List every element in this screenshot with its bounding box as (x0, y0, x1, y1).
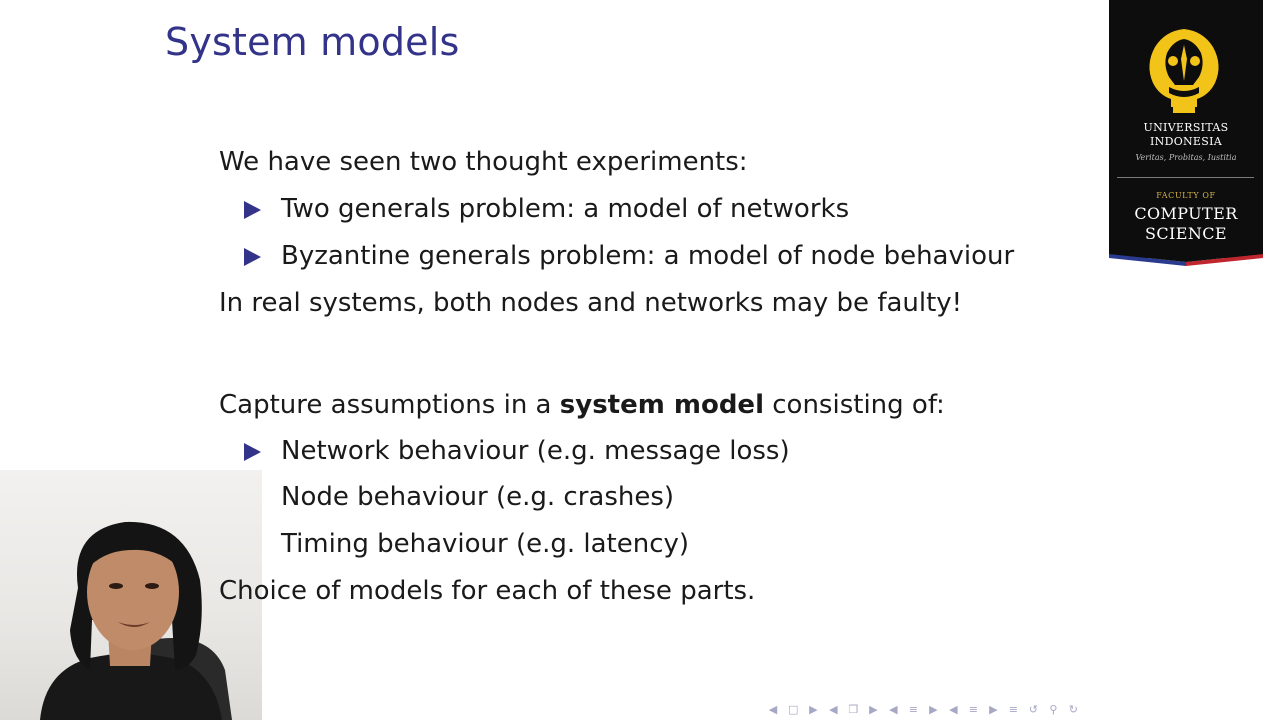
nav-subsubsec-next-icon[interactable]: ▶ (989, 702, 998, 716)
nav-subsec-next-icon[interactable]: ▶ (929, 702, 938, 716)
nav-back-icon[interactable]: ↺ (1028, 702, 1039, 716)
nav-search-icon[interactable]: ⚲ (1049, 702, 1058, 716)
intro-bullet-text: Two generals problem: a model of network… (281, 194, 850, 224)
intro-bullet-item: Two generals problem: a model of network… (244, 194, 849, 224)
nav-next-icon[interactable]: ▶ (809, 702, 818, 716)
nav-section-prev-icon[interactable]: ◀ (829, 702, 838, 716)
capture-suffix: consisting of: (763, 390, 945, 420)
model-bullet-text: Network behaviour (e.g. message loss) (281, 436, 790, 466)
model-bullet-text: Timing behaviour (e.g. latency) (281, 529, 690, 559)
nav-subsubsec-prev-icon[interactable]: ◀ (949, 702, 958, 716)
nav-subsubsec-icon[interactable]: ≡ (968, 702, 979, 716)
nav-subsec-prev-icon[interactable]: ◀ (889, 702, 898, 716)
nav-frame-icon[interactable]: □ (788, 702, 799, 716)
closing-text: Choice of models for each of these parts… (219, 576, 756, 606)
nav-first-icon[interactable]: ◀ (768, 702, 778, 716)
faculty-of-label: FACULTY OF (1156, 191, 1216, 200)
logo-divider (1117, 177, 1254, 178)
presenter-video-image (40, 521, 232, 720)
nav-align-icon[interactable]: ≡ (1008, 702, 1019, 716)
model-bullet-item: Node behaviour (e.g. crashes) (244, 482, 674, 512)
university-name-line1: UNIVERSITAS (1143, 121, 1229, 134)
capture-prefix: Capture assumptions in a (219, 390, 560, 420)
model-bullet-item: Network behaviour (e.g. message loss) (244, 436, 790, 466)
model-bullet-item: Timing behaviour (e.g. latency) (244, 529, 689, 559)
faculty-name-line1: COMPUTER (1134, 204, 1238, 223)
nav-section-next-icon[interactable]: ▶ (869, 702, 878, 716)
beamer-navigation-bar: ◀ □ ▶ ◀ ❐ ▶ ◀ ≡ ▶ ◀ ≡ ▶ ≡ ↺ ⚲ ↻ (768, 700, 1078, 718)
makara-emblem-icon (1149, 29, 1219, 113)
intro-text: We have seen two thought experiments: (219, 147, 748, 177)
nav-forward-icon[interactable]: ↻ (1068, 702, 1079, 716)
bullet-triangle-icon (244, 201, 261, 219)
capture-text: Capture assumptions in a system model co… (219, 390, 945, 420)
nav-section-icon[interactable]: ❐ (848, 702, 859, 716)
slide-title: System models (165, 20, 460, 64)
bullet-triangle-icon (244, 443, 261, 461)
university-motto: Veritas, Probitas, Iustitia (1135, 153, 1237, 162)
faulty-statement: In real systems, both nodes and networks… (219, 288, 963, 318)
university-name-line2: INDONESIA (1150, 135, 1222, 148)
model-bullet-text: Node behaviour (e.g. crashes) (281, 482, 675, 512)
nav-subsec-icon[interactable]: ≡ (908, 702, 919, 716)
presenter-webcam (0, 470, 262, 720)
faculty-name-line2: SCIENCE (1145, 224, 1227, 243)
intro-bullet-item: Byzantine generals problem: a model of n… (244, 241, 1014, 271)
logo-stripe (1109, 254, 1263, 266)
bullet-triangle-icon (244, 248, 261, 266)
intro-bullet-text: Byzantine generals problem: a model of n… (281, 241, 1015, 271)
capture-bold-term: system model (559, 390, 764, 420)
